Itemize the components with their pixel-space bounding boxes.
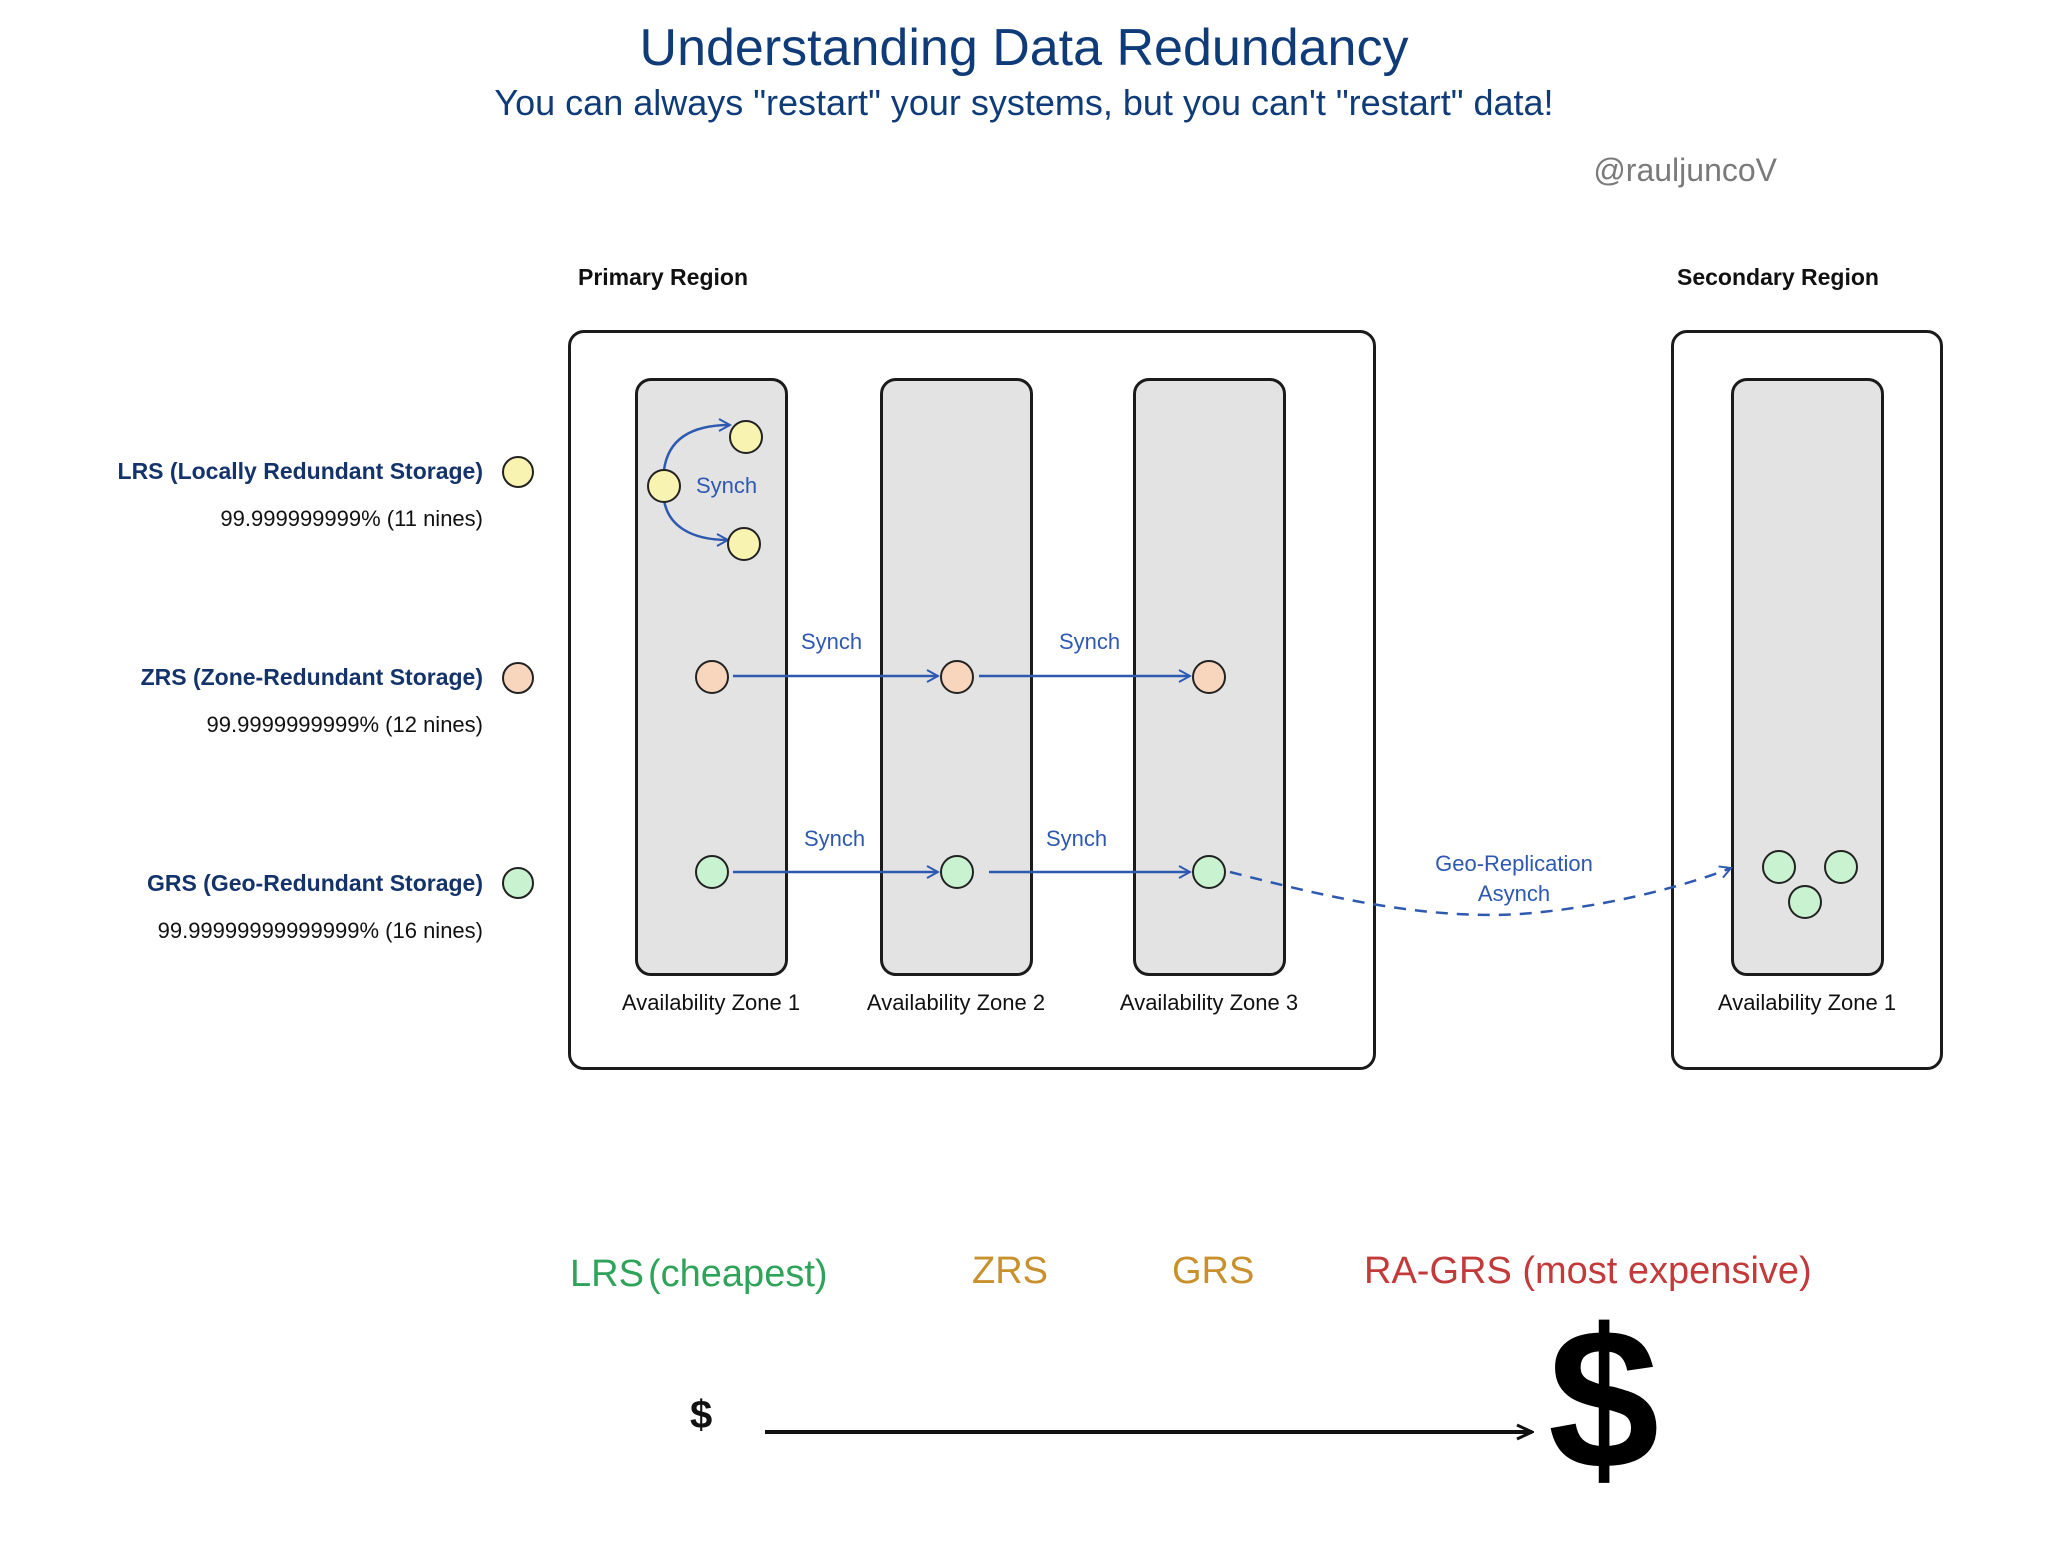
grs-legend-dot bbox=[502, 867, 534, 899]
secondary-zone-1-label: Availability Zone 1 bbox=[1717, 990, 1897, 1015]
secondary-zone-1 bbox=[1731, 378, 1884, 976]
zrs-tier-nines: 99.9999999999% (12 nines) bbox=[206, 712, 483, 737]
geo-replication-label-line1: Geo-Replication bbox=[1435, 851, 1593, 876]
cost-label-lrs: LRS bbox=[570, 1253, 644, 1295]
grs-tier-name: GRS (Geo-Redundant Storage) bbox=[146, 870, 483, 896]
primary-zone-3 bbox=[1133, 378, 1286, 976]
zrs-legend-dot bbox=[502, 662, 534, 694]
page-subtitle: You can always "restart" your systems, b… bbox=[494, 82, 1554, 123]
page-title: Understanding Data Redundancy bbox=[639, 19, 1409, 77]
author-handle: @rauljuncoV bbox=[1593, 152, 1777, 188]
geo-replication-label-line2: Asynch bbox=[1477, 881, 1551, 906]
lrs-tier-nines: 99.999999999% (11 nines) bbox=[220, 506, 483, 531]
lrs-synch-label: Synch bbox=[696, 473, 758, 498]
primary-zone-1 bbox=[635, 378, 788, 976]
primary-zone-2 bbox=[880, 378, 1033, 976]
grs-synch-label-1: Synch bbox=[804, 826, 866, 851]
cost-label-ra-grs: RA-GRS (most expensive) bbox=[1364, 1250, 1812, 1292]
primary-zone-3-label: Availability Zone 3 bbox=[1119, 990, 1299, 1015]
zrs-synch-label-1: Synch bbox=[801, 629, 863, 654]
high-cost-dollar-icon: $ bbox=[1548, 1288, 1660, 1511]
cost-label-zrs: ZRS bbox=[972, 1250, 1048, 1292]
secondary-region-label: Secondary Region bbox=[1677, 264, 1879, 290]
zrs-synch-label-2: Synch bbox=[1059, 629, 1121, 654]
grs-synch-label-2: Synch bbox=[1046, 826, 1108, 851]
primary-zone-2-label: Availability Zone 2 bbox=[866, 990, 1046, 1015]
cost-label-grs: GRS bbox=[1172, 1250, 1255, 1292]
primary-region-label: Primary Region bbox=[578, 264, 748, 290]
geo-replication-label: Geo-Replication Asynch bbox=[1414, 849, 1614, 909]
grs-tier-nines: 99.99999999999999% (16 nines) bbox=[157, 918, 483, 943]
low-cost-dollar-icon: $ bbox=[690, 1393, 713, 1437]
cost-label-lrs-note: (cheapest) bbox=[648, 1253, 828, 1295]
lrs-legend-dot bbox=[502, 456, 534, 488]
lrs-tier-name: LRS (Locally Redundant Storage) bbox=[117, 458, 483, 484]
zrs-tier-name: ZRS (Zone-Redundant Storage) bbox=[140, 664, 483, 690]
primary-zone-1-label: Availability Zone 1 bbox=[621, 990, 801, 1015]
